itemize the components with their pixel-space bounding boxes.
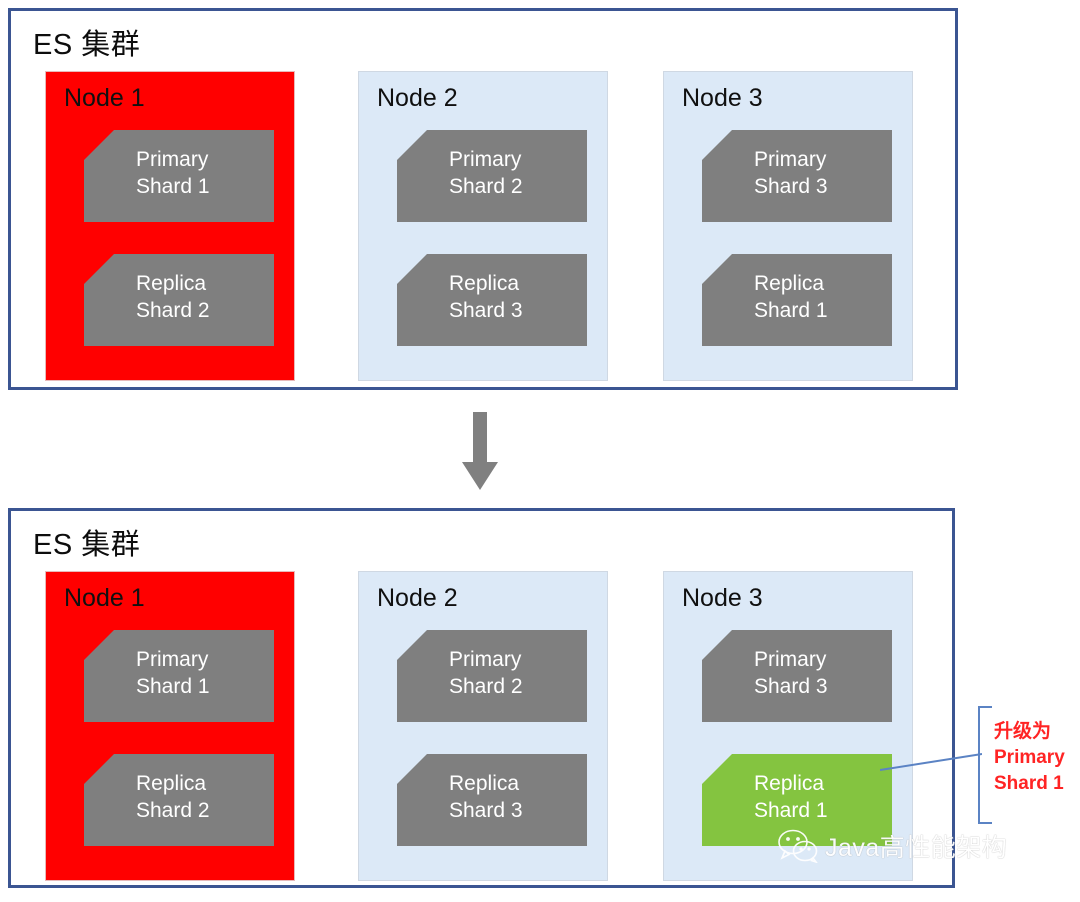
node-label: Node 1 xyxy=(64,84,145,112)
shard-id-label: Shard 1 xyxy=(136,675,210,698)
node-label: Node 3 xyxy=(682,584,763,612)
shard-id-label: Shard 3 xyxy=(449,299,523,322)
shard-role-label: Primary xyxy=(754,648,827,671)
node-box-3-after[interactable]: Node 3 Primary Shard 3 Replica Shard 1 xyxy=(663,571,913,881)
shard-id-label: Shard 3 xyxy=(754,175,828,198)
watermark-text: Java高性能架构 xyxy=(825,834,1008,862)
shard-primary-2[interactable]: Primary Shard 2 xyxy=(397,130,587,222)
shard-role-label: Replica xyxy=(754,272,825,295)
shard-primary-2[interactable]: Primary Shard 2 xyxy=(397,630,587,722)
node-label: Node 2 xyxy=(377,584,458,612)
cluster-title-after: ES 集群 xyxy=(33,529,141,561)
shard-role-label: Replica xyxy=(136,772,207,795)
shard-id-label: Shard 3 xyxy=(754,675,828,698)
shard-id-label: Shard 1 xyxy=(754,299,828,322)
shard-role-label: Primary xyxy=(136,648,209,671)
shard-id-label: Shard 3 xyxy=(449,799,523,822)
callout-text: 升级为 Primary Shard 1 xyxy=(994,719,1065,797)
node-box-3-before[interactable]: Node 3 Primary Shard 3 Replica Shard 1 xyxy=(663,71,913,381)
shard-id-label: Shard 2 xyxy=(136,799,210,822)
shard-replica-1[interactable]: Replica Shard 1 xyxy=(702,254,892,346)
shard-id-label: Shard 1 xyxy=(136,175,210,198)
node-box-2-after[interactable]: Node 2 Primary Shard 2 Replica Shard 3 xyxy=(358,571,608,881)
shard-id-label: Shard 1 xyxy=(754,799,828,822)
shard-primary-3[interactable]: Primary Shard 3 xyxy=(702,630,892,722)
cluster-title-before: ES 集群 xyxy=(33,29,141,61)
watermark: Java高性能架构 xyxy=(778,828,1007,864)
promotion-callout: 升级为 Primary Shard 1 xyxy=(978,706,1078,824)
shard-replica-2[interactable]: Replica Shard 2 xyxy=(84,754,274,846)
shard-primary-1[interactable]: Primary Shard 1 xyxy=(84,630,274,722)
shard-replica-3[interactable]: Replica Shard 3 xyxy=(397,254,587,346)
node-box-2-before[interactable]: Node 2 Primary Shard 2 Replica Shard 3 xyxy=(358,71,608,381)
shard-role-label: Primary xyxy=(754,148,827,171)
shard-role-label: Replica xyxy=(449,272,520,295)
cluster-panel-before: ES 集群 Node 1 Primary Shard 1 Replica Sha… xyxy=(8,8,958,390)
shard-replica-2[interactable]: Replica Shard 2 xyxy=(84,254,274,346)
shard-primary-3[interactable]: Primary Shard 3 xyxy=(702,130,892,222)
node-label: Node 3 xyxy=(682,84,763,112)
shard-role-label: Primary xyxy=(449,648,522,671)
shard-id-label: Shard 2 xyxy=(136,299,210,322)
callout-line-2: Primary xyxy=(994,747,1065,768)
shard-id-label: Shard 2 xyxy=(449,175,523,198)
shard-primary-1[interactable]: Primary Shard 1 xyxy=(84,130,274,222)
callout-line-1: 升级为 xyxy=(994,721,1052,742)
shard-id-label: Shard 2 xyxy=(449,675,523,698)
cluster-panel-after: ES 集群 Node 1 Primary Shard 1 Replica Sha… xyxy=(8,508,955,888)
shard-role-label: Replica xyxy=(449,772,520,795)
node-box-1-after[interactable]: Node 1 Primary Shard 1 Replica Shard 2 xyxy=(45,571,295,881)
shard-role-label: Primary xyxy=(449,148,522,171)
shard-role-label: Primary xyxy=(136,148,209,171)
node-label: Node 1 xyxy=(64,584,145,612)
node-box-1-before[interactable]: Node 1 Primary Shard 1 Replica Shard 2 xyxy=(45,71,295,381)
shard-replica-3[interactable]: Replica Shard 3 xyxy=(397,754,587,846)
wechat-icon xyxy=(778,829,818,863)
shard-role-label: Replica xyxy=(136,272,207,295)
down-arrow-icon xyxy=(462,412,498,490)
shard-role-label: Replica xyxy=(754,772,825,795)
callout-line-3: Shard 1 xyxy=(994,773,1064,794)
callout-bracket-icon xyxy=(978,706,992,824)
node-label: Node 2 xyxy=(377,84,458,112)
